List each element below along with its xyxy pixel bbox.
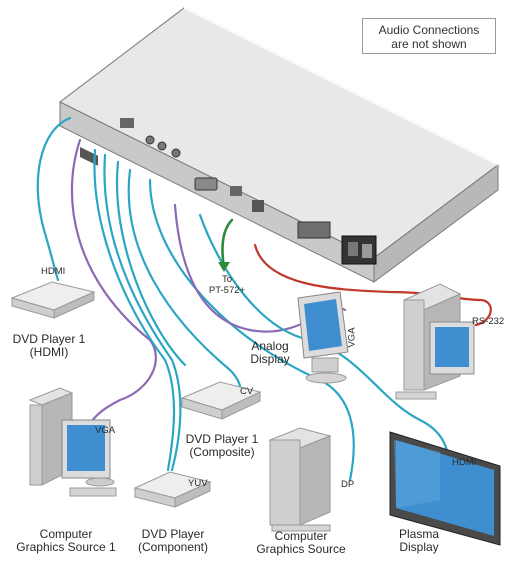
dvd-player-composite-sub: (Composite) (189, 445, 255, 459)
pt572-label: To PT-572+ (204, 274, 250, 296)
pt572-to: To (221, 274, 233, 285)
analog-display-sub: Display (250, 352, 290, 366)
analog-display-name: Analog (251, 339, 289, 353)
vga-port-label-left: VGA (95, 425, 116, 436)
hdmi-port-label-left: HDMI (41, 266, 66, 277)
cables (36, 116, 492, 482)
yuv-port-label: YUV (188, 478, 208, 489)
dvd-player-hdmi-device (10, 281, 96, 319)
dvd-player-composite-device (180, 381, 262, 420)
analog-display-label: Analog Display (244, 340, 296, 366)
rs232-port-label: RS-232 (472, 316, 505, 327)
pt572-name: PT-572+ (208, 285, 246, 296)
computer-source-1-label: Computer Graphics Source 1 (4, 528, 128, 554)
dvd-player-hdmi-sub: (HDMI) (29, 345, 69, 359)
computer-source-1-device (28, 387, 117, 497)
audio-note-line2: are not shown (391, 37, 467, 51)
plasma-display-label: Plasma Display (384, 528, 454, 554)
dvd-player-hdmi-label: DVD Player 1 (HDMI) (4, 333, 94, 359)
plasma-display-name: Plasma (398, 527, 439, 541)
plasma-display-sub: Display (399, 540, 439, 554)
dvd-player-component-device (133, 471, 212, 508)
dp-port-label: DP (341, 479, 355, 490)
plasma-display-device (389, 431, 501, 546)
audio-note-box: Audio Connections are not shown (362, 18, 496, 54)
dvd-player-hdmi-name: DVD Player 1 (12, 332, 86, 346)
control-pc-device (395, 283, 475, 400)
hdmi-port-label-right: HDMI (452, 457, 477, 468)
computer-source-1-name: Computer (39, 527, 93, 541)
analog-display-device (297, 291, 349, 384)
computer-source-device (268, 427, 332, 532)
dvd-player-component-label: DVD Player (Component) (130, 528, 216, 554)
computer-source-name: Computer (274, 529, 328, 543)
vga-port-label-right: VGA (346, 327, 358, 348)
switcher-unit (58, 7, 500, 283)
computer-source-1-sub: Graphics Source 1 (16, 540, 116, 554)
dvd-player-composite-label: DVD Player 1 (Composite) (172, 433, 272, 459)
audio-note-line1: Audio Connections (378, 23, 480, 37)
computer-source-label: Computer Graphics Source (246, 530, 356, 556)
dvd-player-component-name: DVD Player (141, 527, 205, 541)
dvd-player-component-sub: (Component) (137, 540, 209, 554)
dvd-player-composite-name: DVD Player 1 (185, 432, 259, 446)
cv-port-label: CV (240, 386, 254, 397)
computer-source-sub: Graphics Source (256, 542, 346, 556)
